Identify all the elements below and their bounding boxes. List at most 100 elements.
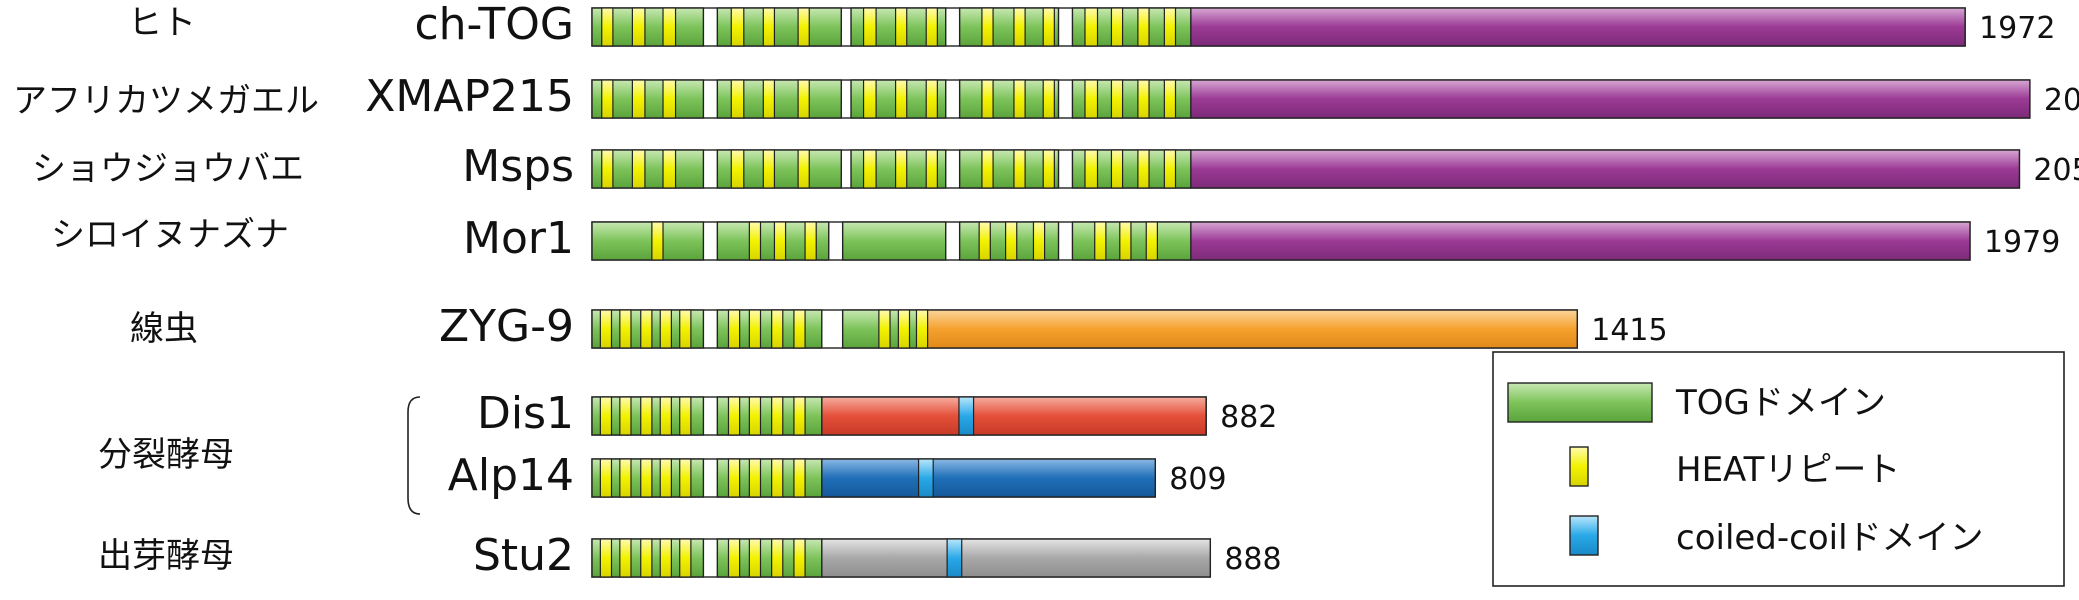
heat-repeat	[862, 7, 877, 47]
c-terminal-domain	[821, 538, 1212, 578]
heat-repeat	[619, 458, 632, 498]
legend-label-coiled: coiled-coilドメイン	[1676, 518, 1984, 558]
heat-repeat	[1145, 221, 1158, 261]
heat-repeat	[981, 79, 994, 119]
heat-repeat	[793, 396, 806, 436]
heat-repeat	[793, 458, 806, 498]
heat-repeat	[1032, 221, 1046, 261]
species-label: ヒト	[128, 3, 196, 43]
heat-repeat	[651, 221, 664, 261]
species-label: ショウジョウバエ	[32, 149, 304, 189]
heat-repeat	[797, 7, 810, 47]
coiled-coil-domain	[946, 538, 963, 578]
legend-label-tog: TOGドメイン	[1675, 383, 1886, 423]
heat-repeat	[640, 538, 653, 578]
heat-repeat	[601, 79, 614, 119]
heat-repeat	[894, 79, 908, 119]
heat-repeat	[797, 79, 810, 119]
species-label: 線虫	[130, 309, 198, 349]
heat-repeat	[619, 538, 632, 578]
heat-repeat	[659, 458, 672, 498]
heat-repeat	[1084, 149, 1099, 189]
protein-label: Stu2	[473, 530, 574, 581]
protein-length-label: 1979	[1984, 225, 2060, 260]
legend: TOGドメイン HEATリピート coiled-coilドメイン	[1492, 351, 2065, 587]
heat-repeat	[599, 538, 613, 578]
heat-repeat	[771, 458, 784, 498]
heat-repeat	[1137, 79, 1150, 119]
heat-repeat	[925, 79, 938, 119]
heat-repeat	[1013, 7, 1026, 47]
protein-length-label: 2065	[2044, 83, 2079, 118]
protein-label: XMAP215	[365, 71, 574, 122]
heat-repeat	[804, 221, 817, 261]
heat-repeat	[659, 396, 672, 436]
heat-repeat	[730, 149, 745, 189]
heat-repeat	[793, 309, 806, 349]
protein-length-label: 888	[1224, 542, 1281, 577]
c-terminal-domain	[1190, 221, 1971, 261]
heat-repeat	[894, 7, 908, 47]
heat-repeat	[925, 7, 938, 47]
protein-length-label: 1972	[1979, 11, 2055, 46]
heat-repeat	[1163, 79, 1177, 119]
c-terminal-domain	[821, 458, 1157, 498]
tog-domain	[841, 221, 947, 261]
heat-repeat	[1137, 149, 1150, 189]
heat-repeat	[1119, 221, 1132, 261]
heat-repeat	[599, 458, 613, 498]
legend-swatch-heat	[1569, 446, 1589, 487]
heat-repeat	[640, 458, 653, 498]
heat-repeat	[679, 309, 692, 349]
heat-repeat	[601, 7, 614, 47]
protein-label: Msps	[462, 141, 574, 192]
heat-repeat	[862, 149, 877, 189]
protein-label: ZYG-9	[439, 301, 574, 352]
heat-repeat	[978, 221, 991, 261]
legend-swatch-tog	[1507, 382, 1653, 423]
species-label: シロイヌナズナ	[51, 215, 289, 255]
heat-repeat	[762, 149, 776, 189]
heat-repeat	[679, 538, 692, 578]
heat-repeat	[1094, 221, 1107, 261]
heat-repeat	[1163, 7, 1177, 47]
heat-repeat	[771, 396, 784, 436]
heat-repeat	[599, 396, 613, 436]
protein-label: Mor1	[463, 213, 574, 264]
heat-repeat	[1110, 149, 1124, 189]
heat-repeat	[1084, 7, 1099, 47]
tog-domain	[1071, 221, 1192, 261]
heat-repeat	[771, 309, 784, 349]
heat-repeat	[679, 396, 692, 436]
c-terminal-domain	[821, 396, 1207, 436]
heat-repeat	[748, 538, 762, 578]
tog-domain	[958, 149, 1060, 189]
heat-repeat	[631, 79, 646, 119]
heat-repeat	[1163, 149, 1177, 189]
heat-repeat	[862, 79, 877, 119]
protein-labels: ch-TOG XMAP215 Msps Mor1 ZYG-9 Dis1 Alp1…	[365, 0, 574, 581]
c-terminal-domain	[1190, 79, 2031, 119]
heat-repeat	[894, 149, 908, 189]
heat-repeat	[727, 538, 741, 578]
legend-label-heat: HEATリピート	[1676, 450, 1900, 490]
heat-repeat	[631, 149, 646, 189]
heat-repeat	[1110, 7, 1124, 47]
heat-repeat	[1137, 7, 1150, 47]
protein-label: Alp14	[448, 450, 574, 501]
heat-repeat	[640, 309, 653, 349]
coiled-coil-domain	[917, 458, 934, 498]
heat-repeat	[1013, 79, 1026, 119]
protein-label: Dis1	[477, 388, 574, 439]
heat-repeat	[1042, 79, 1055, 119]
heat-repeat	[793, 538, 806, 578]
c-terminal-domain	[925, 309, 1578, 349]
heat-repeat	[730, 7, 745, 47]
heat-repeat	[662, 149, 677, 189]
heat-repeat	[727, 458, 741, 498]
heat-repeat	[659, 309, 672, 349]
heat-repeat	[619, 396, 632, 436]
protein-bars: 19722065205019791415882809888	[591, 7, 2079, 578]
heat-repeat	[771, 538, 784, 578]
